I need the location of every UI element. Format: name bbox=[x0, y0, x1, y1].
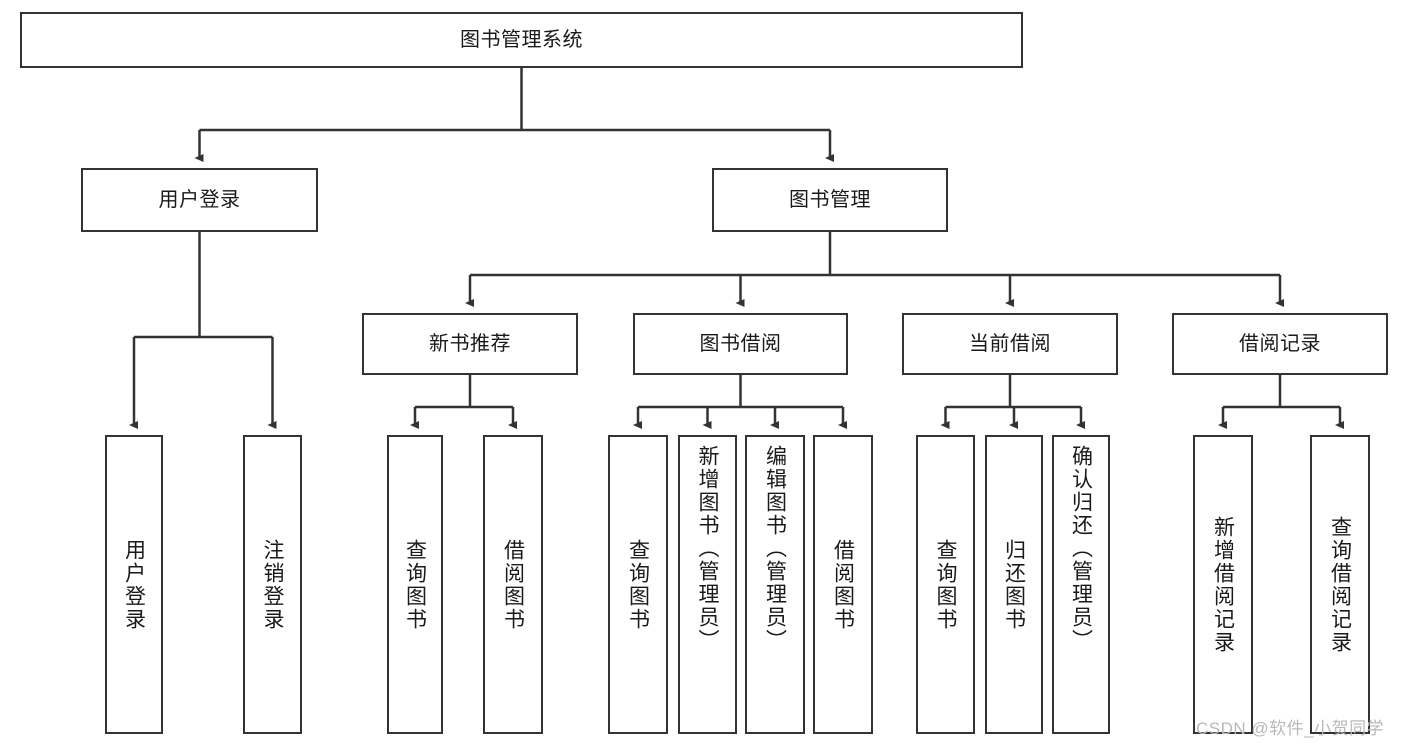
node-borrow-record[interactable]: 借阅记录 bbox=[1172, 313, 1388, 375]
node-leaf-user-login[interactable]: 用户登录 bbox=[105, 435, 163, 734]
watermark: CSDN @软件_小贺同学 bbox=[1196, 719, 1385, 738]
node-label: 新增图书（管理员） bbox=[696, 445, 720, 652]
node-label: 新书推荐 bbox=[429, 332, 511, 355]
node-leaf-borrow-book-1[interactable]: 借阅图书 bbox=[483, 435, 543, 734]
node-leaf-query-record[interactable]: 查询借阅记录 bbox=[1310, 435, 1370, 734]
node-label: 图书管理 bbox=[789, 188, 871, 211]
node-label: 当前借阅 bbox=[969, 332, 1051, 355]
node-label: 借阅图书 bbox=[501, 538, 525, 631]
node-leaf-return-book[interactable]: 归还图书 bbox=[985, 435, 1043, 734]
node-label: 查询图书 bbox=[934, 538, 958, 631]
node-user-login[interactable]: 用户登录 bbox=[81, 168, 318, 232]
node-label: 借阅记录 bbox=[1239, 332, 1321, 355]
node-leaf-borrow-book-2[interactable]: 借阅图书 bbox=[813, 435, 873, 734]
node-label: 用户登录 bbox=[158, 188, 241, 211]
node-leaf-add-book[interactable]: 新增图书（管理员） bbox=[678, 435, 737, 734]
node-leaf-add-record[interactable]: 新增借阅记录 bbox=[1193, 435, 1253, 734]
edge-group bbox=[129, 68, 1344, 429]
node-label: 图书管理系统 bbox=[460, 28, 583, 51]
node-label: 借阅图书 bbox=[831, 538, 855, 631]
node-leaf-query-book-1[interactable]: 查询图书 bbox=[387, 435, 443, 734]
node-leaf-query-book-3[interactable]: 查询图书 bbox=[916, 435, 975, 734]
node-label: 注销登录 bbox=[261, 538, 285, 631]
node-label: 归还图书 bbox=[1002, 538, 1026, 631]
node-label: 查询图书 bbox=[626, 538, 650, 631]
node-new-book-rec[interactable]: 新书推荐 bbox=[362, 313, 578, 375]
node-label: 查询借阅记录 bbox=[1328, 515, 1352, 654]
node-leaf-user-logout[interactable]: 注销登录 bbox=[243, 435, 302, 734]
node-leaf-edit-book[interactable]: 编辑图书（管理员） bbox=[745, 435, 805, 734]
node-current-borrow[interactable]: 当前借阅 bbox=[902, 313, 1118, 375]
node-label: 确认归还（管理员） bbox=[1069, 445, 1093, 652]
node-root[interactable]: 图书管理系统 bbox=[20, 12, 1023, 68]
node-label: 编辑图书（管理员） bbox=[763, 445, 787, 652]
node-leaf-confirm-return[interactable]: 确认归还（管理员） bbox=[1052, 435, 1110, 734]
node-leaf-query-book-2[interactable]: 查询图书 bbox=[608, 435, 668, 734]
node-label: 新增借阅记录 bbox=[1211, 515, 1235, 654]
node-book-borrow[interactable]: 图书借阅 bbox=[633, 313, 848, 375]
node-label: 图书借阅 bbox=[699, 332, 782, 355]
node-book-manage[interactable]: 图书管理 bbox=[712, 168, 948, 232]
node-label: 用户登录 bbox=[122, 538, 146, 631]
node-label: 查询图书 bbox=[403, 538, 427, 631]
